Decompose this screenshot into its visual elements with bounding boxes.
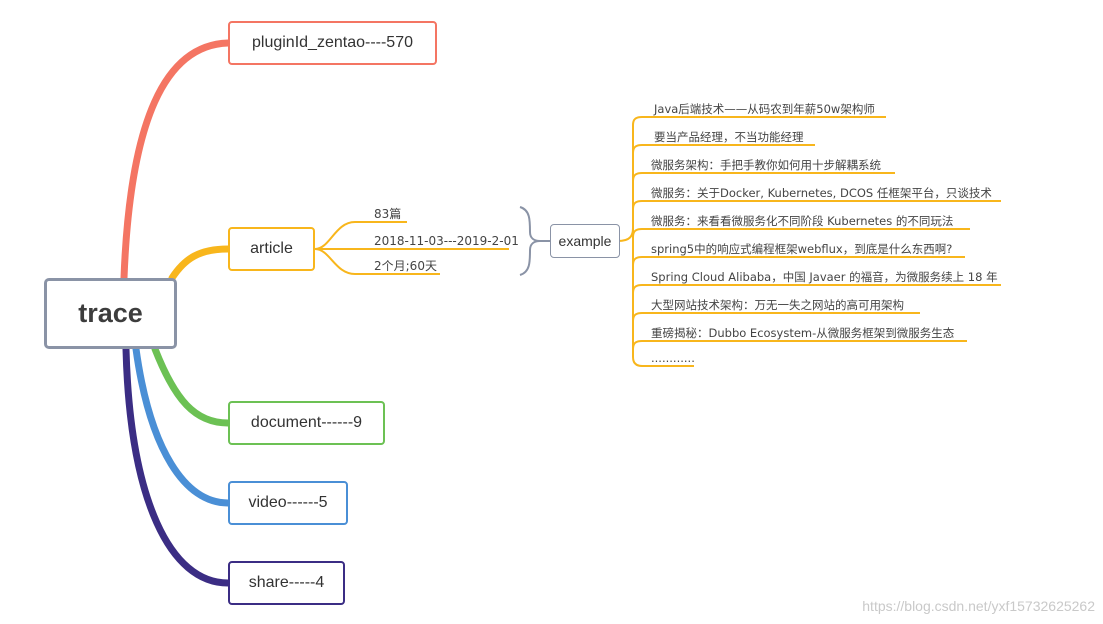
watermark-url: https://blog.csdn.net/yxf15732625262 xyxy=(862,598,1095,614)
example-item[interactable]: Java后端技术——从码农到年薪50w架构师 xyxy=(654,102,875,116)
article-detail-connectors xyxy=(314,221,509,275)
example-item[interactable]: 微服务：关于Docker, Kubernetes, DCOS 任框架平台，只谈技… xyxy=(651,186,992,200)
brace-bracket xyxy=(519,206,550,276)
example-item[interactable]: 大型网站技术架构：万无一失之网站的高可用架构 xyxy=(651,298,904,312)
example-item[interactable]: Spring Cloud Alibaba，中国 Javaer 的福音，为微服务续… xyxy=(651,270,998,284)
connector-document xyxy=(151,345,232,427)
connector-article xyxy=(168,245,232,282)
branch-node-article[interactable]: article xyxy=(228,227,315,271)
root-node-trace[interactable]: trace xyxy=(44,278,177,349)
branch-node-document[interactable]: document------9 xyxy=(228,401,385,445)
example-item[interactable]: spring5中的响应式编程框架webflux，到底是什么东西啊? xyxy=(651,242,953,256)
article-detail-count[interactable]: 83篇 xyxy=(374,207,402,221)
node-example[interactable]: example xyxy=(550,224,620,258)
example-item[interactable]: ............ xyxy=(651,351,695,365)
connector-share xyxy=(122,345,232,587)
article-detail-date-range[interactable]: 2018-11-03---2019-2-01 xyxy=(374,234,519,248)
example-item[interactable]: 微服务：来看看微服务化不同阶段 Kubernetes 的不同玩法 xyxy=(651,214,954,228)
example-item[interactable]: 微服务架构：手把手教你如何用十步解耦系统 xyxy=(651,158,881,172)
example-item[interactable]: 重磅揭秘：Dubbo Ecosystem-从微服务框架到微服务生态 xyxy=(651,326,955,340)
example-item[interactable]: 要当产品经理，不当功能经理 xyxy=(654,130,804,144)
article-detail-duration[interactable]: 2个月;60天 xyxy=(374,259,437,273)
branch-node-share[interactable]: share-----4 xyxy=(228,561,345,605)
branch-node-plugin[interactable]: pluginId_zentao----570 xyxy=(228,21,437,65)
connector-plugin xyxy=(120,39,232,282)
example-item-connectors xyxy=(617,116,1001,367)
connector-video xyxy=(132,345,232,507)
branch-node-video[interactable]: video------5 xyxy=(228,481,348,525)
